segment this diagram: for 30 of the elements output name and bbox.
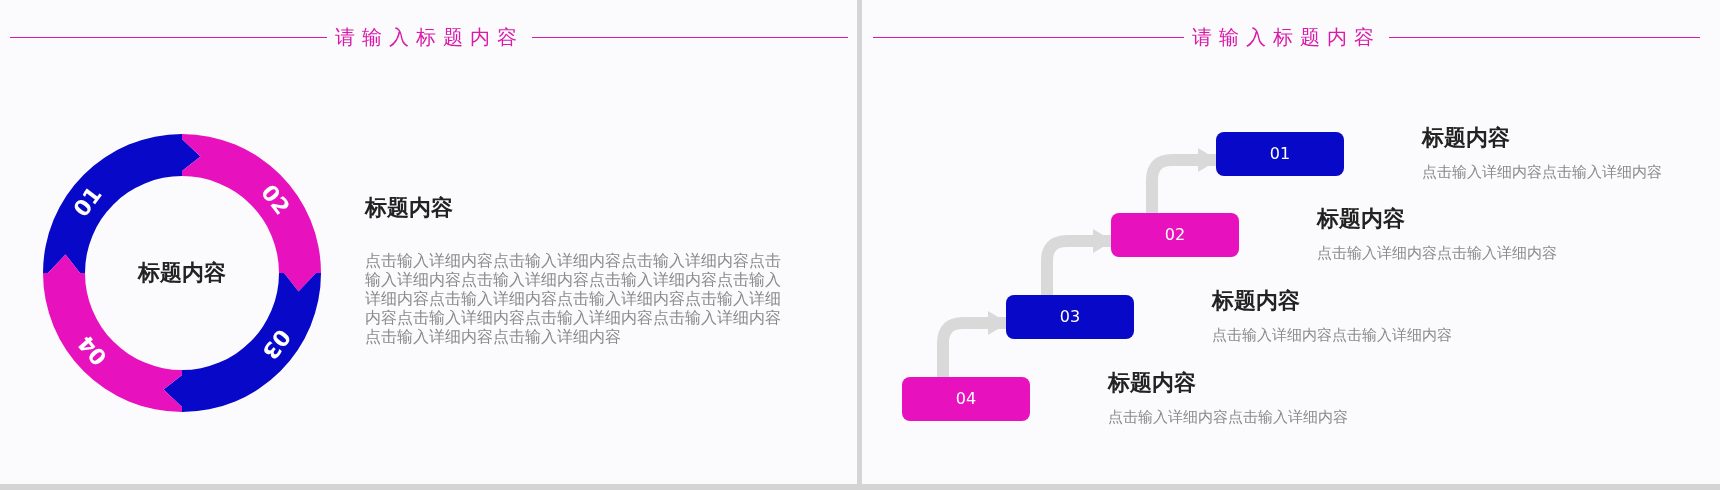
section-heading: 标题内容	[365, 194, 453, 222]
step-box	[1006, 295, 1134, 339]
slide-title: 请输入标题内容	[333, 25, 525, 49]
step-title: 标题内容	[1422, 124, 1510, 152]
ring-segment	[182, 134, 321, 293]
step-title: 标题内容	[1108, 369, 1196, 397]
step-title: 标题内容	[1212, 287, 1300, 315]
step-description: 点击输入详细内容点击输入详细内容	[1422, 162, 1662, 182]
step-box	[902, 377, 1030, 421]
center-title: 标题内容	[138, 259, 226, 287]
ring-segment	[43, 253, 182, 412]
slide-title: 请输入标题内容	[1191, 25, 1382, 49]
step-number: 03	[1059, 306, 1081, 328]
step-description: 点击输入详细内容点击输入详细内容	[1212, 325, 1452, 345]
curved-arrow	[1146, 148, 1218, 213]
segment-number: 03	[257, 324, 296, 364]
curved-arrow	[1041, 229, 1113, 295]
step-box	[1216, 132, 1344, 176]
description-paragraph: 点击输入详细内容点击输入详细内容点击输入详细内容点击输入详细内容点击输入详细内容点击输入详细内容点击输入详细内容点击输入详细内容点击输入详细内容点击输入详细内容点击输入详细内容点击输入详细内容点击输入详细内容点击输入详细内容点击输入详细内容	[365, 252, 782, 347]
step-description: 点击输入详细内容点击输入详细内容	[1108, 407, 1348, 427]
step-number: 02	[1164, 224, 1186, 246]
segment-number: 02	[256, 180, 294, 220]
curved-arrow	[937, 311, 1008, 377]
step-box	[1111, 213, 1239, 257]
step-description: 点击输入详细内容点击输入详细内容	[1317, 243, 1557, 263]
step-title: 标题内容	[1317, 205, 1405, 233]
step-number: 04	[955, 388, 977, 410]
segment-number: 01	[68, 182, 107, 222]
step-number: 01	[1269, 143, 1291, 165]
segment-number: 04	[73, 331, 113, 370]
